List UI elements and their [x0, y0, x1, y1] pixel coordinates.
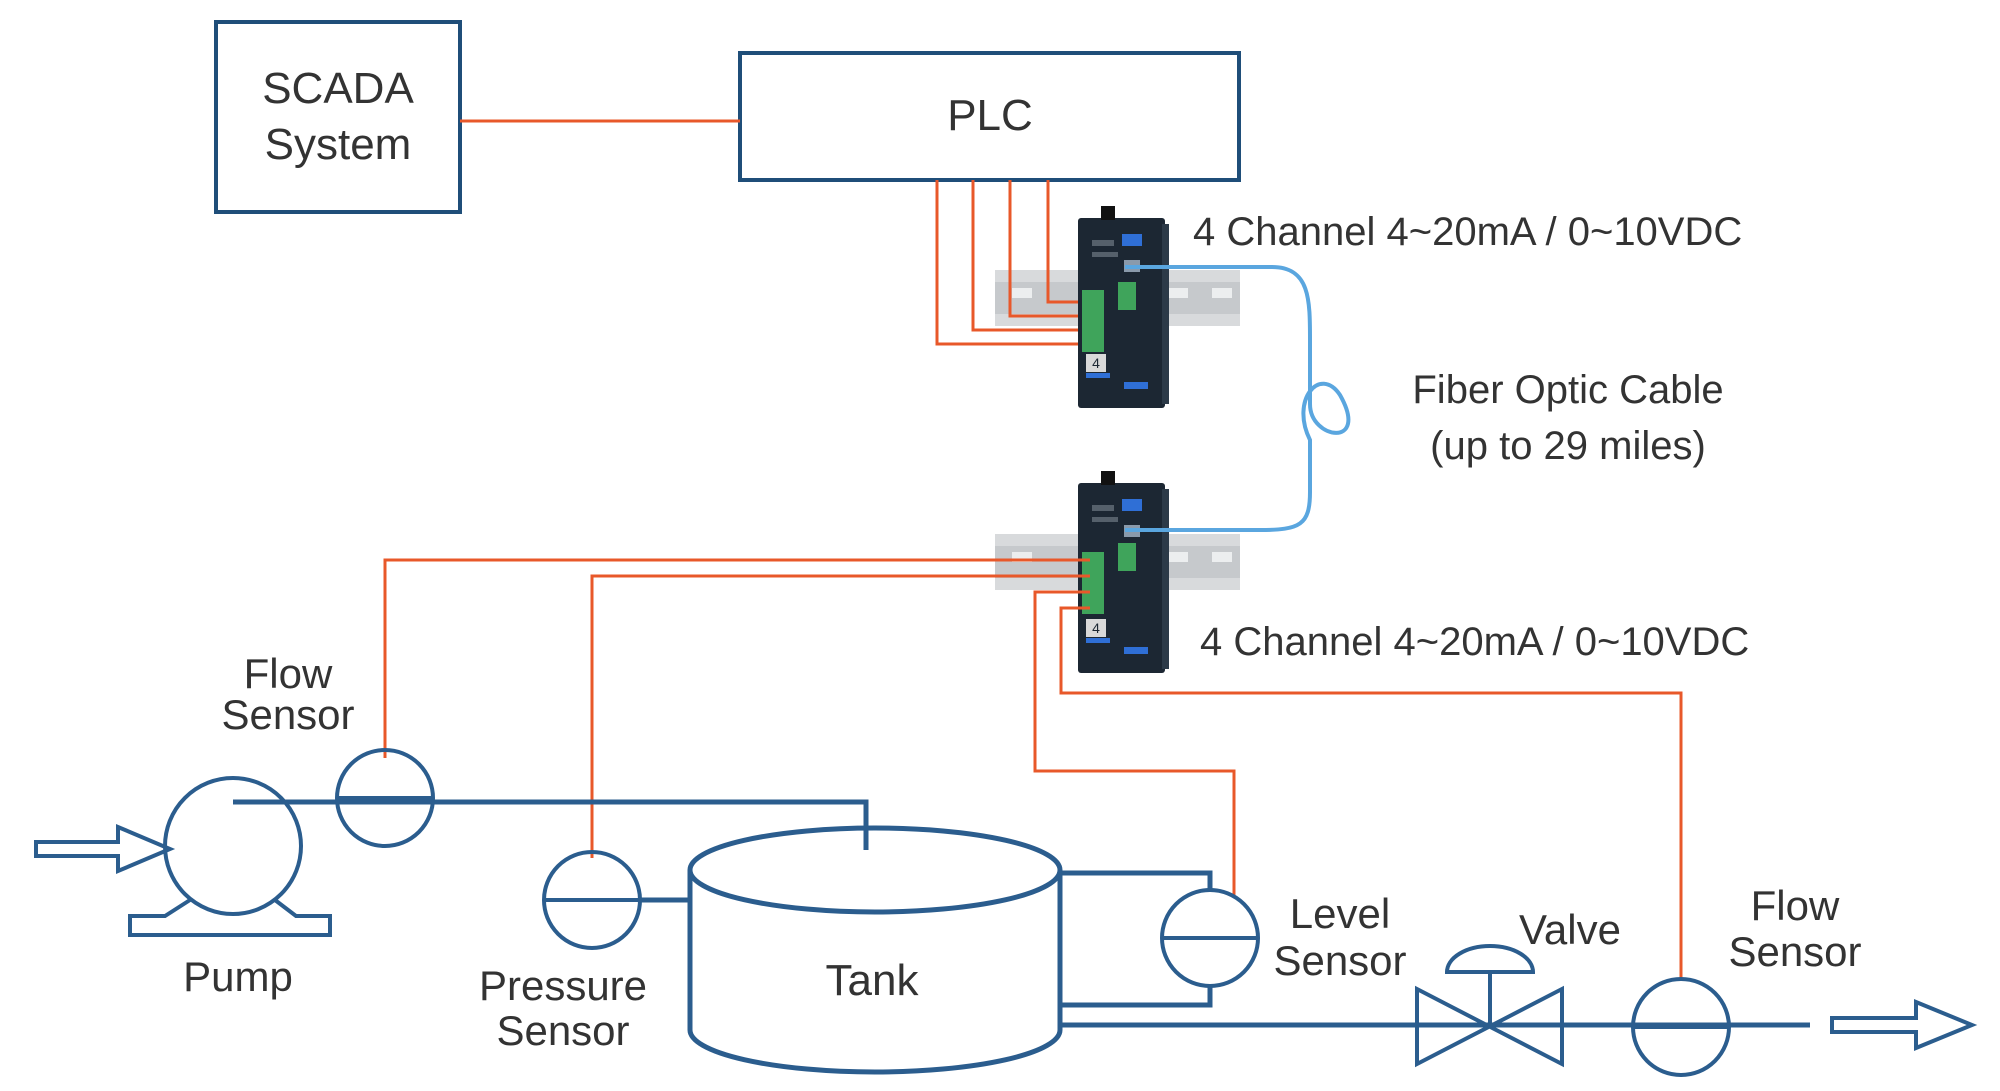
level-sensor-label-line1: Level	[1290, 890, 1390, 937]
bottom-module-logo-icon	[1124, 647, 1148, 654]
bottom-converter-module: 4	[1078, 471, 1169, 673]
top-converter-module: 4	[1078, 206, 1169, 408]
valve-label: Valve	[1519, 906, 1621, 953]
pressure-sensor-label-line2: Sensor	[496, 1007, 629, 1054]
fiber-optic-cable	[1125, 265, 1351, 532]
pump-icon	[128, 776, 332, 937]
sensor-signal-wires	[383, 558, 1683, 980]
tank-icon	[687, 802, 1063, 1075]
bottom-module-badge: 4	[1092, 620, 1100, 636]
top-terminal-block-left	[1082, 290, 1104, 352]
pump-label: Pump	[183, 953, 293, 1000]
flow-sensor-right-label-line2: Sensor	[1728, 928, 1861, 975]
top-module-badge: 4	[1092, 355, 1100, 371]
flow-sensor-left-label-line2: Sensor	[221, 691, 354, 738]
bottom-terminal-block-left	[1082, 552, 1104, 614]
pressure-sensor-icon	[542, 850, 642, 950]
flow-sensor-right-label-line1: Flow	[1751, 882, 1840, 929]
bottom-terminal-block-right	[1118, 543, 1136, 571]
wire-flow-sensor-right	[1059, 606, 1683, 980]
outlet-arrow-icon	[1830, 999, 1978, 1051]
pump-to-tank-pipe	[233, 799, 869, 850]
tank-label: Tank	[826, 956, 920, 1005]
inlet-arrow-icon	[34, 823, 176, 875]
level-sensor-icon	[1160, 888, 1260, 988]
wire-level-sensor	[1033, 590, 1236, 895]
level-bypass-bottom	[1060, 985, 1213, 1008]
scada-label-line2: System	[265, 120, 412, 169]
flow-sensor-left-icon	[335, 748, 435, 848]
valve-icon	[1415, 944, 1564, 1068]
plc-to-module-wires	[935, 180, 1090, 346]
plc-box: PLC	[738, 51, 1241, 182]
pressure-sensor-label-line1: Pressure	[479, 962, 647, 1009]
top-module-logo-icon	[1124, 382, 1148, 389]
flow-sensor-right-icon	[1631, 977, 1731, 1077]
wire-flow-sensor-left	[383, 558, 1090, 758]
top-module-label: 4 Channel 4~20mA / 0~10VDC	[1193, 210, 1742, 254]
fiber-label-line2: (up to 29 miles)	[1430, 424, 1706, 468]
wire-pressure-sensor	[590, 574, 1090, 858]
level-sensor-label-line2: Sensor	[1273, 937, 1406, 984]
flow-sensor-left-label-line1: Flow	[244, 650, 333, 697]
bottom-module-label: 4 Channel 4~20mA / 0~10VDC	[1200, 620, 1749, 664]
level-bypass-top	[1060, 870, 1213, 890]
scada-system-box: SCADA System	[214, 20, 462, 214]
scada-label-line1: SCADA	[262, 64, 414, 113]
plc-label: PLC	[947, 91, 1033, 140]
top-terminal-block-right	[1118, 282, 1136, 310]
fiber-label-line1: Fiber Optic Cable	[1412, 368, 1723, 412]
